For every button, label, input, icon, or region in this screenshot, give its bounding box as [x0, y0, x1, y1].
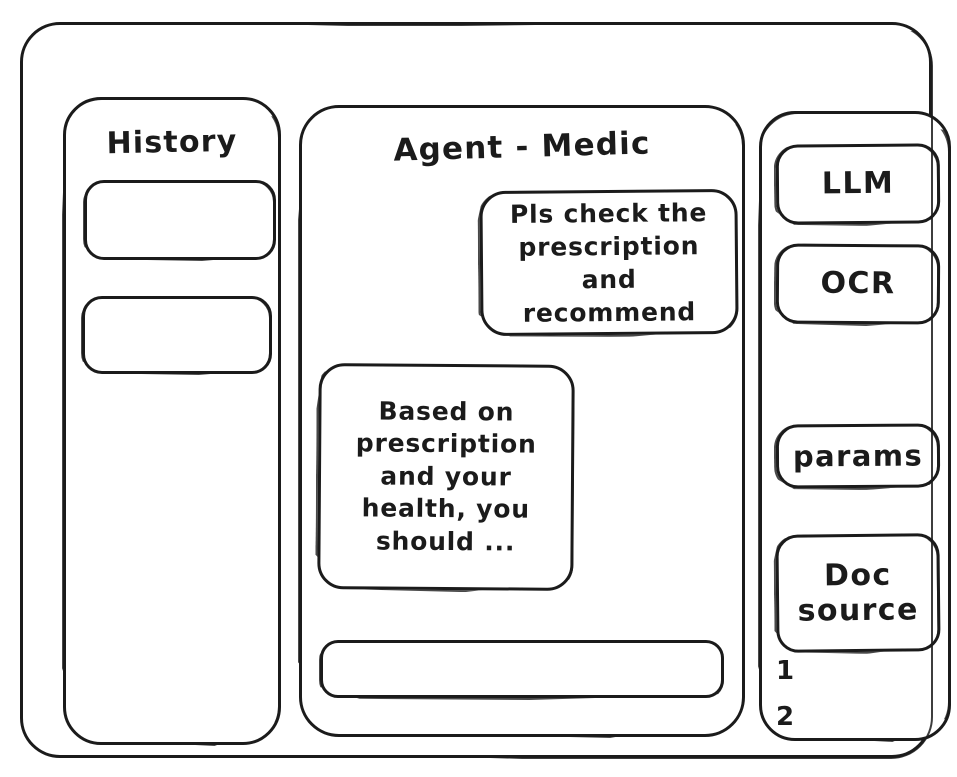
tool-button-llm[interactable]: LLM — [775, 143, 941, 225]
doc-source-list-item[interactable]: 1 — [776, 656, 796, 686]
app-window: History Agent - Medic Pls check the pres… — [20, 22, 951, 758]
tool-button-params[interactable]: params — [775, 423, 941, 489]
tools-panel: LLM OCR params Doc source 1 2 — [759, 111, 951, 741]
history-list-item[interactable] — [84, 180, 276, 260]
assistant-message-bubble: Based on prescription and your health, y… — [317, 363, 575, 591]
tool-button-ocr-label: OCR — [820, 266, 896, 302]
history-list-item[interactable] — [82, 296, 272, 374]
tool-button-llm-label: LLM — [821, 165, 895, 202]
agent-conversation-panel: Agent - Medic Pls check the prescription… — [299, 105, 745, 737]
assistant-message-text: Based on prescription and your health, y… — [355, 396, 537, 557]
history-panel: History — [63, 97, 281, 745]
tool-button-doc-source-label: Doc source — [797, 557, 919, 629]
agent-panel-title: Agent - Medic — [392, 125, 652, 169]
doc-source-list-item[interactable]: 2 — [776, 702, 796, 732]
history-panel-title: History — [106, 123, 238, 162]
tool-button-ocr[interactable]: OCR — [775, 243, 941, 325]
user-message-bubble: Pls check the prescription and recommend — [479, 188, 739, 337]
user-message-text: Pls check the prescription and recommend — [509, 197, 708, 328]
tool-button-params-label: params — [792, 438, 924, 474]
message-composer-input[interactable] — [320, 640, 724, 698]
tool-button-doc-source[interactable]: Doc source — [775, 533, 941, 653]
